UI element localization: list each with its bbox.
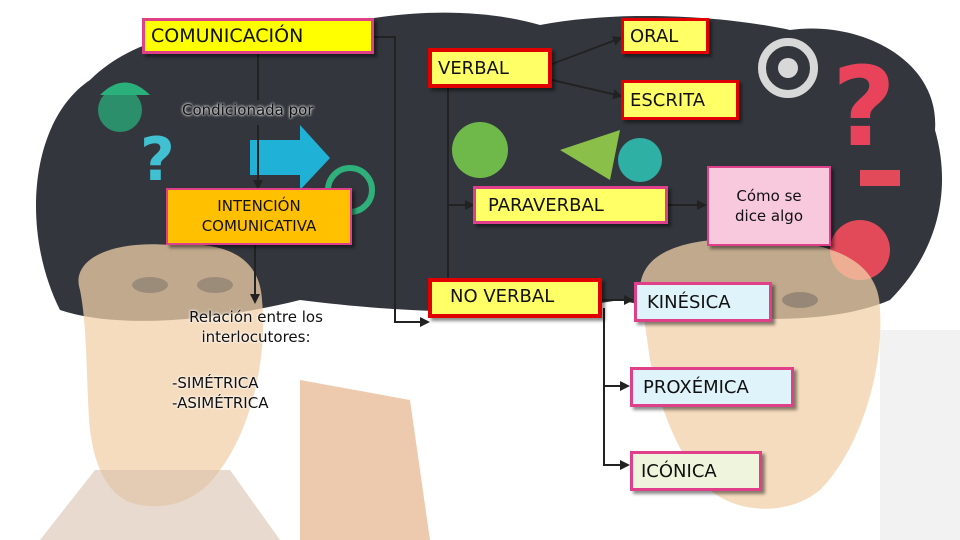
- node-intencion: INTENCIÓN COMUNICATIVA: [166, 188, 352, 245]
- node-simetrica-label: -SIMÉTRICA: [172, 374, 259, 392]
- node-comunicacion: COMUNICACIÓN: [142, 18, 374, 54]
- node-escrita: ESCRITA: [621, 80, 739, 120]
- node-proxemica: PROXÉMICA: [630, 367, 794, 407]
- node-asimetrica-label: -ASIMÉTRICA: [172, 394, 269, 413]
- node-kinesica: KINÉSICA: [634, 282, 772, 322]
- node-escrita-label: ESCRITA: [630, 89, 706, 111]
- node-relacion-label: Relación entre los interlocutores:: [189, 308, 323, 347]
- question-mark-small-icon: ?: [140, 125, 175, 195]
- node-proxemica-label: PROXÉMICA: [643, 376, 749, 398]
- question-mark-icon: ?: [832, 43, 896, 171]
- node-verbal: VERBAL: [428, 48, 552, 88]
- node-relacion: Relación entre los interlocutores:: [176, 307, 336, 348]
- node-noverbal: NO VERBAL: [428, 278, 602, 318]
- node-iconica: ICÓNICA: [630, 451, 762, 491]
- node-oral-label: ORAL: [630, 25, 679, 47]
- node-oral: ORAL: [621, 18, 709, 54]
- node-noverbal-label: NO VERBAL: [450, 286, 555, 307]
- node-iconica-label: ICÓNICA: [641, 460, 717, 482]
- arrow-icon: [250, 125, 330, 190]
- node-simetria: -SIMÉTRICA -ASIMÉTRICA: [172, 373, 268, 414]
- node-paraverbal: PARAVERBAL: [473, 186, 668, 224]
- node-comunicacion-label: COMUNICACIÓN: [151, 25, 304, 47]
- node-intencion-label: INTENCIÓN COMUNICATIVA: [201, 197, 317, 235]
- umbrella-icon: [100, 82, 150, 95]
- node-verbal-label: VERBAL: [438, 57, 509, 79]
- node-paraverbal-label: PARAVERBAL: [488, 194, 604, 216]
- node-como: Cómo se dice algo: [707, 166, 831, 246]
- gear-icon: [758, 38, 818, 98]
- node-kinesica-label: KINÉSICA: [647, 291, 731, 313]
- node-como-label: Cómo se dice algo: [735, 186, 803, 225]
- node-condicionada: Condicionada por: [182, 101, 313, 119]
- node-condicionada-label: Condicionada por: [182, 101, 314, 119]
